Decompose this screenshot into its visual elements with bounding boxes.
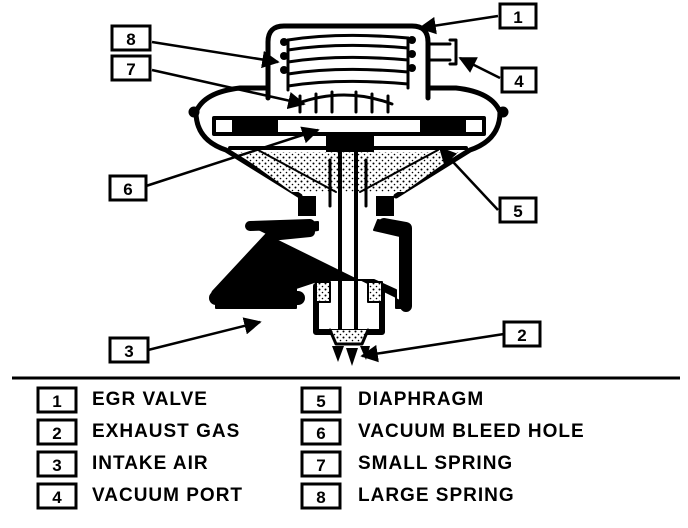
legend-text: SMALL SPRING [358, 453, 513, 474]
legend-number: 8 [316, 488, 325, 507]
upper-housing [193, 85, 503, 115]
valve-stem [338, 150, 358, 332]
callout-box-3: 3 [108, 336, 150, 364]
legend-item-7: 7 SMALL SPRING [300, 450, 513, 478]
callout-box-6: 6 [108, 174, 148, 202]
legend-number: 6 [316, 424, 325, 443]
callout-box-1: 1 [498, 2, 538, 30]
legend-item-5: 5 DIAPHRAGM [300, 386, 484, 414]
spring-end-marks [280, 36, 416, 74]
callout-arrows [145, 14, 505, 363]
legend-text: EGR VALVE [92, 389, 208, 410]
callout-label-2: 2 [517, 326, 526, 345]
vacuum-port [426, 42, 452, 62]
callout-label-5: 5 [513, 202, 522, 221]
callout-box-7: 7 [110, 54, 152, 82]
legend-number: 1 [52, 392, 61, 411]
large-spring [286, 33, 410, 92]
diaphragm-band [212, 116, 486, 136]
legend-text: DIAPHRAGM [358, 389, 484, 410]
legend-item-6: 6 VACUUM BLEED HOLE [300, 418, 585, 446]
legend-item-8: 8 LARGE SPRING [300, 482, 515, 510]
diaphragm-shading [236, 152, 460, 192]
callout-box-4: 4 [500, 66, 538, 94]
callout-box-2: 2 [502, 320, 542, 348]
legend-number: 5 [316, 392, 325, 411]
legend-number: 3 [52, 456, 61, 475]
legend-item-4: 4 VACUUM PORT [36, 482, 243, 510]
valve-illustration [188, 23, 509, 366]
callout-box-8: 8 [110, 24, 152, 52]
spring-dome [265, 23, 431, 101]
legend-text: LARGE SPRING [358, 485, 515, 506]
legend: 1 EGR VALVE 2 EXHAUST GAS 3 INTAKE AIR 4… [36, 386, 585, 510]
legend-item-3: 3 INTAKE AIR [36, 450, 209, 478]
legend-number: 2 [52, 424, 61, 443]
callout-label-7: 7 [126, 60, 135, 79]
callout-label-1: 1 [513, 8, 522, 27]
small-spring [294, 90, 394, 114]
callout-box-5: 5 [498, 196, 538, 224]
legend-text: EXHAUST GAS [92, 421, 240, 442]
legend-number: 4 [52, 488, 62, 507]
legend-text: VACUUM PORT [92, 485, 243, 506]
lower-housing [193, 109, 503, 199]
legend-text: INTAKE AIR [92, 453, 209, 474]
callout-label-3: 3 [124, 342, 133, 361]
callout-label-6: 6 [123, 180, 132, 199]
callout-label-4: 4 [514, 72, 524, 91]
legend-item-1: 1 EGR VALVE [36, 386, 208, 414]
legend-text: VACUUM BLEED HOLE [358, 421, 585, 442]
callout-label-8: 8 [126, 30, 135, 49]
legend-number: 7 [316, 456, 325, 475]
legend-item-2: 2 EXHAUST GAS [36, 418, 240, 446]
